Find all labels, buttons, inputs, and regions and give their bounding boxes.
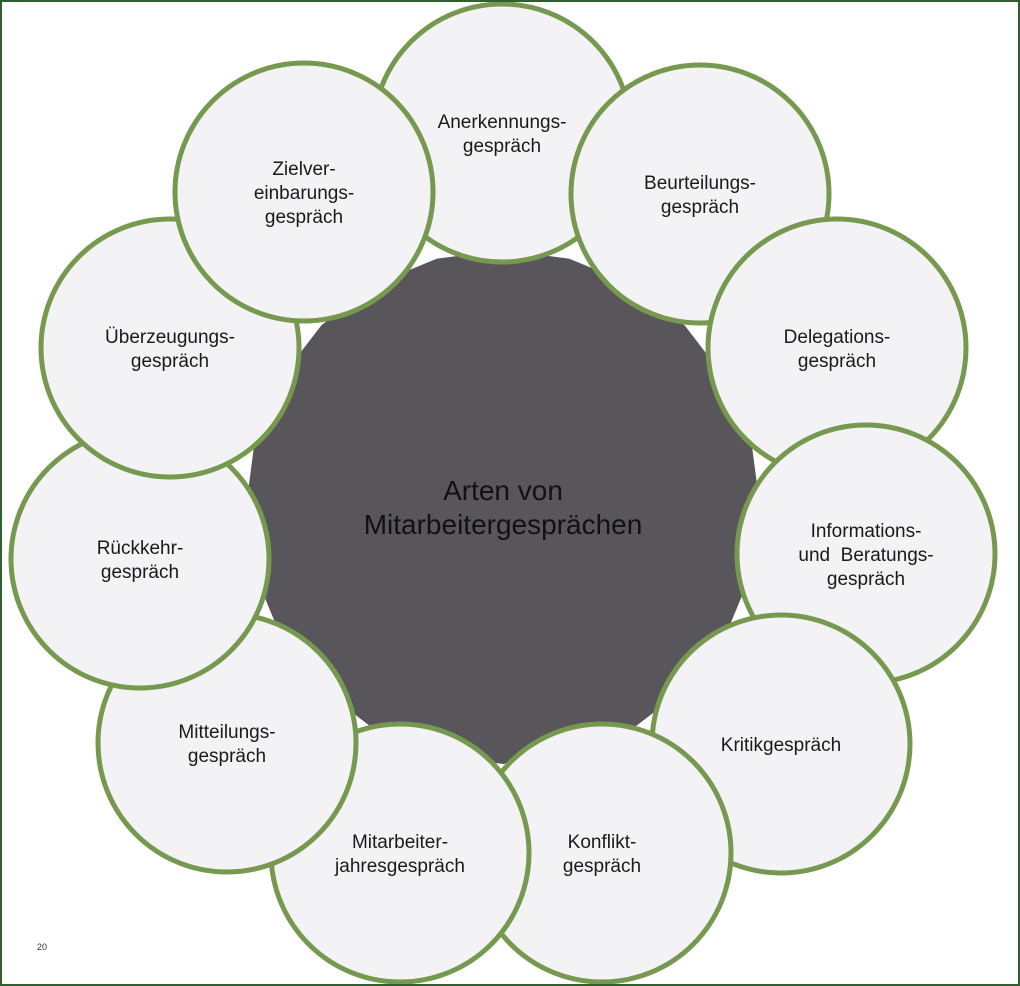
conversation-type-label-line: Delegations- xyxy=(784,327,891,348)
conversation-type-label-line: jahresgespräch xyxy=(334,856,465,877)
conversation-type-label-line: gespräch xyxy=(188,746,266,767)
conversation-type-label-line: gespräch xyxy=(265,207,343,228)
conversation-type-label-line: und Beratungs- xyxy=(798,545,933,566)
conversation-type-label-line: gespräch xyxy=(131,351,209,372)
conversation-type-label: Kritikgespräch xyxy=(721,735,841,756)
conversation-type-label: Beurteilungs-gespräch xyxy=(644,173,756,218)
conversation-type-label-line: Konflikt- xyxy=(568,832,637,853)
conversation-type-label-line: gespräch xyxy=(563,856,641,877)
conversation-type-node: Anerkennungs-gespräch xyxy=(370,2,634,265)
conversation-type-label-line: Informations- xyxy=(811,521,922,542)
conversation-type-label: Mitarbeiter-jahresgespräch xyxy=(334,832,465,877)
conversation-type-label: Delegations-gespräch xyxy=(784,327,891,372)
conversation-type-label: Mitteilungs-gespräch xyxy=(178,722,275,767)
center-title-line: Mitarbeitergesprächen xyxy=(364,509,643,540)
conversation-type-label-line: Mitteilungs- xyxy=(178,722,275,743)
conversation-type-label-line: Überzeugungs- xyxy=(105,327,235,348)
conversation-type-label: Überzeugungs-gespräch xyxy=(105,327,235,372)
conversation-type-node: Zielver-einbarungs-gespräch xyxy=(172,60,436,324)
conversation-type-label-line: Zielver- xyxy=(272,159,335,180)
page-number: 20 xyxy=(37,942,48,952)
conversation-type-label-line: Mitarbeiter- xyxy=(352,832,448,853)
conversation-type-label-line: gespräch xyxy=(661,197,739,218)
conversation-type-label-line: gespräch xyxy=(463,136,541,157)
conversation-type-label-line: Beurteilungs- xyxy=(644,173,756,194)
conversation-type-label: Informations-und Beratungs-gespräch xyxy=(798,521,933,590)
conversation-type-label: Zielver-einbarungs-gespräch xyxy=(254,159,354,228)
conversation-type-label: Anerkennungs-gespräch xyxy=(438,112,567,157)
conversation-type-label: Rückkehr-gespräch xyxy=(97,538,184,583)
conversation-type-label-line: Anerkennungs- xyxy=(438,112,567,133)
conversation-type-label-line: Kritikgespräch xyxy=(721,735,841,756)
conversation-type-label-line: Rückkehr- xyxy=(97,538,184,559)
conversation-type-label-line: einbarungs- xyxy=(254,183,354,204)
conversation-type-label: Konflikt-gespräch xyxy=(563,832,641,877)
conversation-type-circle xyxy=(172,60,436,324)
outer-nodes: Anerkennungs-gesprächBeurteilungs-gesprä… xyxy=(8,2,998,984)
conversation-type-label-line: gespräch xyxy=(101,562,179,583)
conversation-type-label-line: gespräch xyxy=(827,569,905,590)
conversation-type-label-line: gespräch xyxy=(798,351,876,372)
center-title-line: Arten von xyxy=(443,475,563,506)
